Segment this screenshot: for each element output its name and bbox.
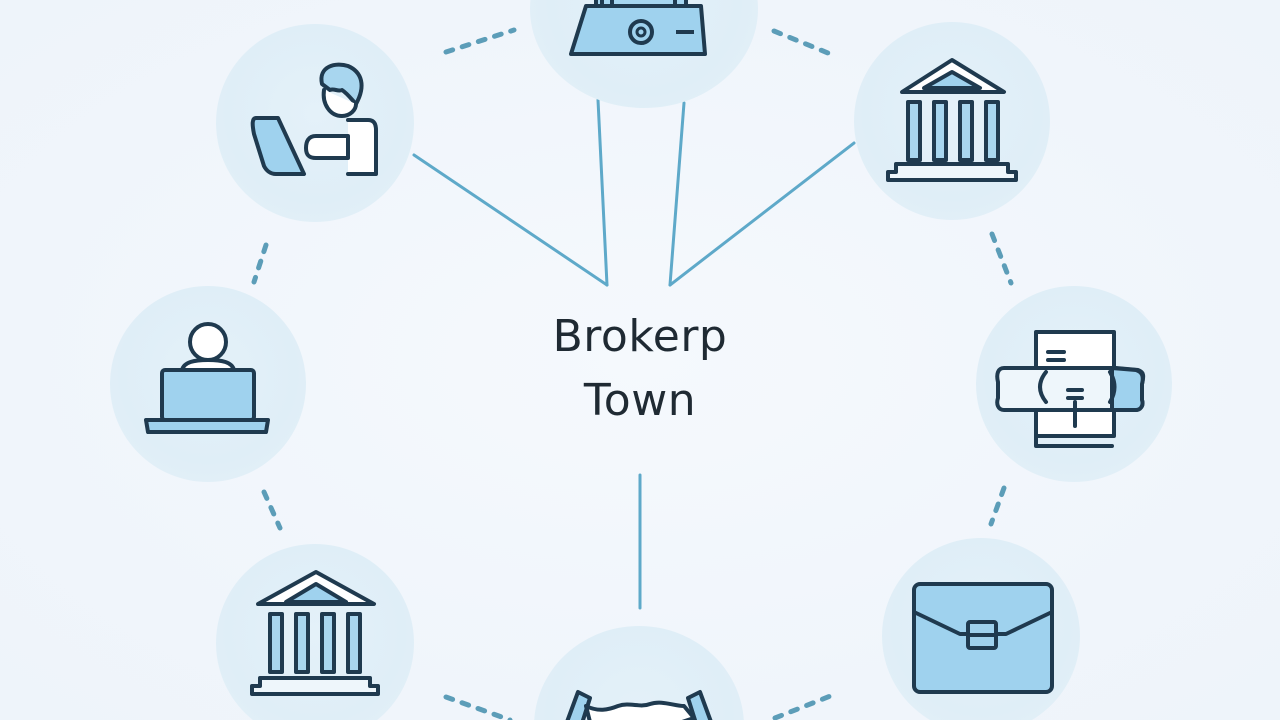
hub-label-line2: Town	[583, 375, 697, 426]
dotted-handshake-briefcase	[772, 690, 841, 720]
dotted-router-bank	[771, 28, 831, 56]
handshake-icon	[565, 690, 713, 720]
router-icon	[569, 0, 707, 56]
node-briefcase[interactable]	[882, 538, 1080, 720]
connector-to-bank-top	[668, 141, 856, 287]
dotted-tablet-router	[443, 27, 517, 55]
node-user-laptop[interactable]	[110, 286, 306, 482]
node-bank-top[interactable]	[854, 22, 1050, 220]
hub-label-line1: Brokerp	[552, 311, 728, 362]
dotted-bankbottom-handshake	[443, 694, 513, 720]
hub-label: Brokerp Town	[500, 305, 780, 433]
node-handshake[interactable]	[534, 626, 744, 720]
dotted-bank-contract	[989, 231, 1014, 286]
connector-to-router-right	[668, 101, 686, 287]
node-contract-handshake[interactable]	[976, 286, 1172, 482]
document-handshake-icon	[995, 330, 1146, 448]
node-router[interactable]	[530, 0, 758, 108]
dotted-contract-briefcase	[988, 485, 1007, 527]
person-at-laptop-icon	[144, 322, 270, 434]
bank-building-icon	[886, 58, 1018, 182]
dotted-laptop-bankbottom	[261, 489, 283, 531]
briefcase-icon	[912, 582, 1054, 694]
bank-building-icon	[250, 570, 380, 696]
dotted-tablet-laptop	[251, 242, 269, 285]
node-bank-bottom[interactable]	[216, 544, 414, 720]
node-user-tablet[interactable]	[216, 24, 414, 222]
connector-to-router-left	[596, 98, 609, 287]
person-with-tablet-icon	[250, 62, 378, 176]
connector-to-user-tablet	[412, 153, 609, 287]
